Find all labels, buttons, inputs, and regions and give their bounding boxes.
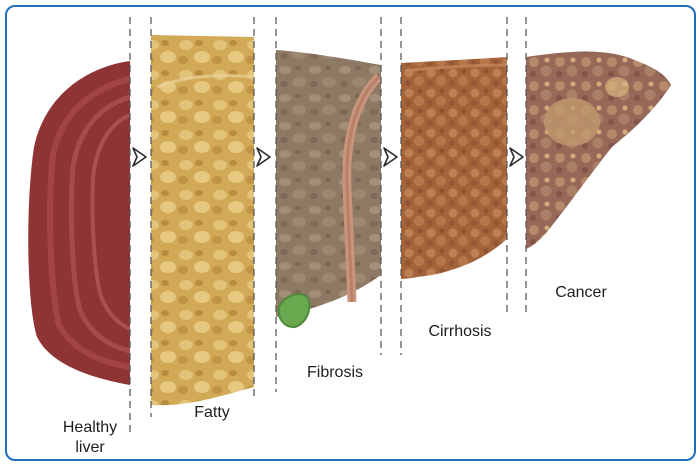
stage-divider-lines <box>129 17 527 432</box>
label-healthy-line-2: liver <box>75 439 105 456</box>
cancer-liver-segment <box>526 51 671 249</box>
arrow-icon <box>383 147 398 167</box>
healthy-liver-segment <box>28 61 130 385</box>
label-fatty: Fatty <box>194 404 230 421</box>
progression-arrows <box>132 147 524 167</box>
label-healthy-liver: Healthy liver <box>40 418 140 458</box>
arrow-icon <box>256 147 271 167</box>
label-cancer: Cancer <box>555 284 607 301</box>
cirrhosis-liver-segment <box>401 57 507 279</box>
figure-frame: Healthy liver Fatty Fibrosis Cirrhosis C… <box>5 5 696 461</box>
liver-progression-illustration <box>28 17 671 432</box>
arrow-icon <box>509 147 524 167</box>
label-cirrhosis: Cirrhosis <box>428 323 492 340</box>
fibrosis-liver-segment <box>276 50 381 329</box>
arrow-icon <box>132 147 147 167</box>
fatty-liver-segment <box>151 35 254 406</box>
label-healthy-line-1: Healthy <box>62 419 118 436</box>
label-fibrosis: Fibrosis <box>306 364 363 381</box>
